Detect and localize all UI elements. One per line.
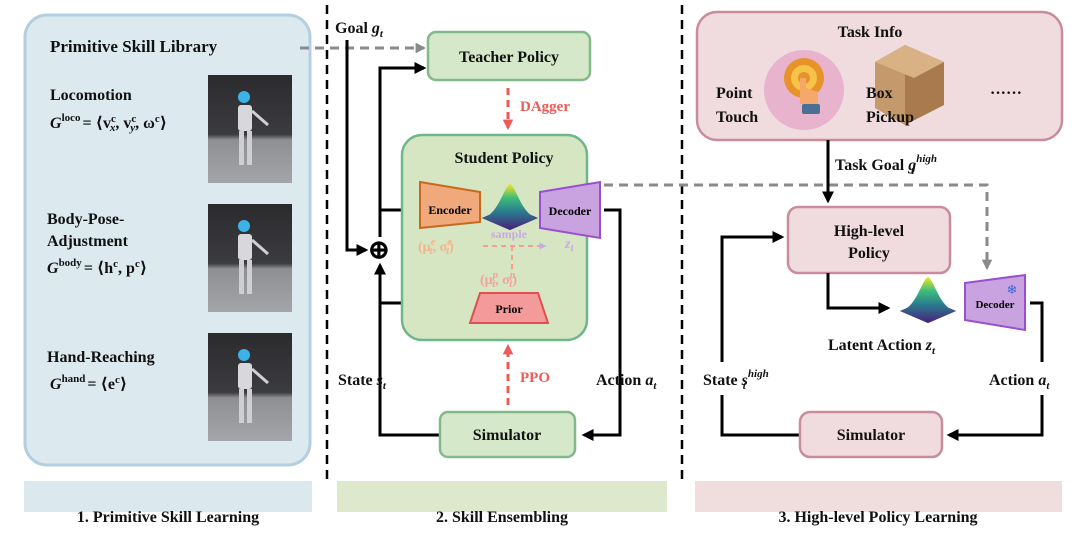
library-title: Primitive Skill Library xyxy=(50,37,218,56)
section1-footer-bg xyxy=(24,481,312,512)
high-simulator-label: Simulator xyxy=(837,427,905,444)
frozen-decoder-label: Decoder xyxy=(975,299,1014,311)
section1-footer: 1. Primitive Skill Learning xyxy=(77,509,259,526)
sample-label: sample xyxy=(491,227,528,241)
high-action-line xyxy=(1030,301,1044,362)
goal-to-sum-arrow xyxy=(345,40,369,256)
dagger-label: DAgger xyxy=(520,99,570,115)
skill-hand-reaching: Hand-Reaching xyxy=(47,349,155,366)
task-box-pickup-line1: Box xyxy=(866,85,893,102)
more-tasks-ellipsis: ······ xyxy=(990,85,1022,102)
section2-footer-bg xyxy=(337,481,667,512)
section3-footer: 3. High-level Policy Learning xyxy=(778,509,977,526)
skill-body-pose-line2: Adjustment xyxy=(47,233,129,250)
encoder-label: Encoder xyxy=(428,203,472,217)
task-box-pickup-line2: Pickup xyxy=(866,109,914,126)
state-label: State st xyxy=(338,372,387,392)
task-point-touch-line1: Point xyxy=(716,85,753,102)
formula-body-pose: Gbody= ⟨hc, pc⟩ xyxy=(47,257,147,277)
skill-locomotion: Locomotion xyxy=(50,87,132,104)
student-policy-label: Student Policy xyxy=(454,150,553,167)
cardboard-box-icon xyxy=(875,45,944,125)
latent-z: zt xyxy=(564,237,574,254)
teacher-policy-label: Teacher Policy xyxy=(459,49,559,66)
prior-block xyxy=(468,292,550,324)
high-level-policy-box xyxy=(786,205,952,275)
section3-footer-bg xyxy=(695,481,1062,512)
to-teacher-arrow xyxy=(378,62,427,237)
latent-action-arrow xyxy=(826,273,891,314)
decoder-transfer-arrow xyxy=(604,183,993,271)
high-action-label: Action at xyxy=(989,372,1050,392)
high-level-policy-line1: High-level xyxy=(834,223,905,240)
frozen-decoder-block xyxy=(964,273,1026,332)
formula-hand-reaching: Ghand= ⟨ec⟩ xyxy=(50,373,127,393)
simulator-label: Simulator xyxy=(473,427,541,444)
goal-label: Goal gt xyxy=(335,20,384,40)
simulator-box xyxy=(438,410,577,459)
locomotion-photo xyxy=(206,73,294,185)
skill-body-pose-line1: Body-Pose- xyxy=(47,211,124,228)
touch-target-icon xyxy=(764,50,844,130)
ppo-label: PPO xyxy=(520,370,550,386)
high-level-policy-line2: Policy xyxy=(848,245,890,262)
high-latent-distribution-icon xyxy=(900,277,956,323)
body-pose-photo xyxy=(206,202,294,314)
high-state-line xyxy=(720,395,800,437)
state-to-sum-arrow xyxy=(374,262,440,437)
high-state-arrow xyxy=(720,231,785,362)
action-arrow xyxy=(581,208,622,441)
task-point-touch-line2: Touch xyxy=(716,109,758,126)
section2-footer: 2. Skill Ensembling xyxy=(436,509,568,526)
primitive-skill-library: Primitive Skill Library Locomotion Gloco… xyxy=(23,13,312,467)
decoder-block xyxy=(539,180,601,240)
prior-label: Prior xyxy=(495,302,523,316)
snowflake-icon: ❄ xyxy=(1007,282,1018,297)
decoder-label: Decoder xyxy=(549,204,592,218)
task-info-title: Task Info xyxy=(838,24,903,41)
sum-operator: ⊕ xyxy=(367,235,390,266)
encoder-block xyxy=(419,180,481,230)
high-action-arrow xyxy=(946,395,1044,441)
teacher-policy-box xyxy=(426,30,592,82)
latent-action-label: Latent Action zt xyxy=(828,337,936,357)
hand-reaching-photo xyxy=(206,331,294,443)
high-simulator-box xyxy=(798,410,944,459)
action-label: Action at xyxy=(596,372,657,392)
